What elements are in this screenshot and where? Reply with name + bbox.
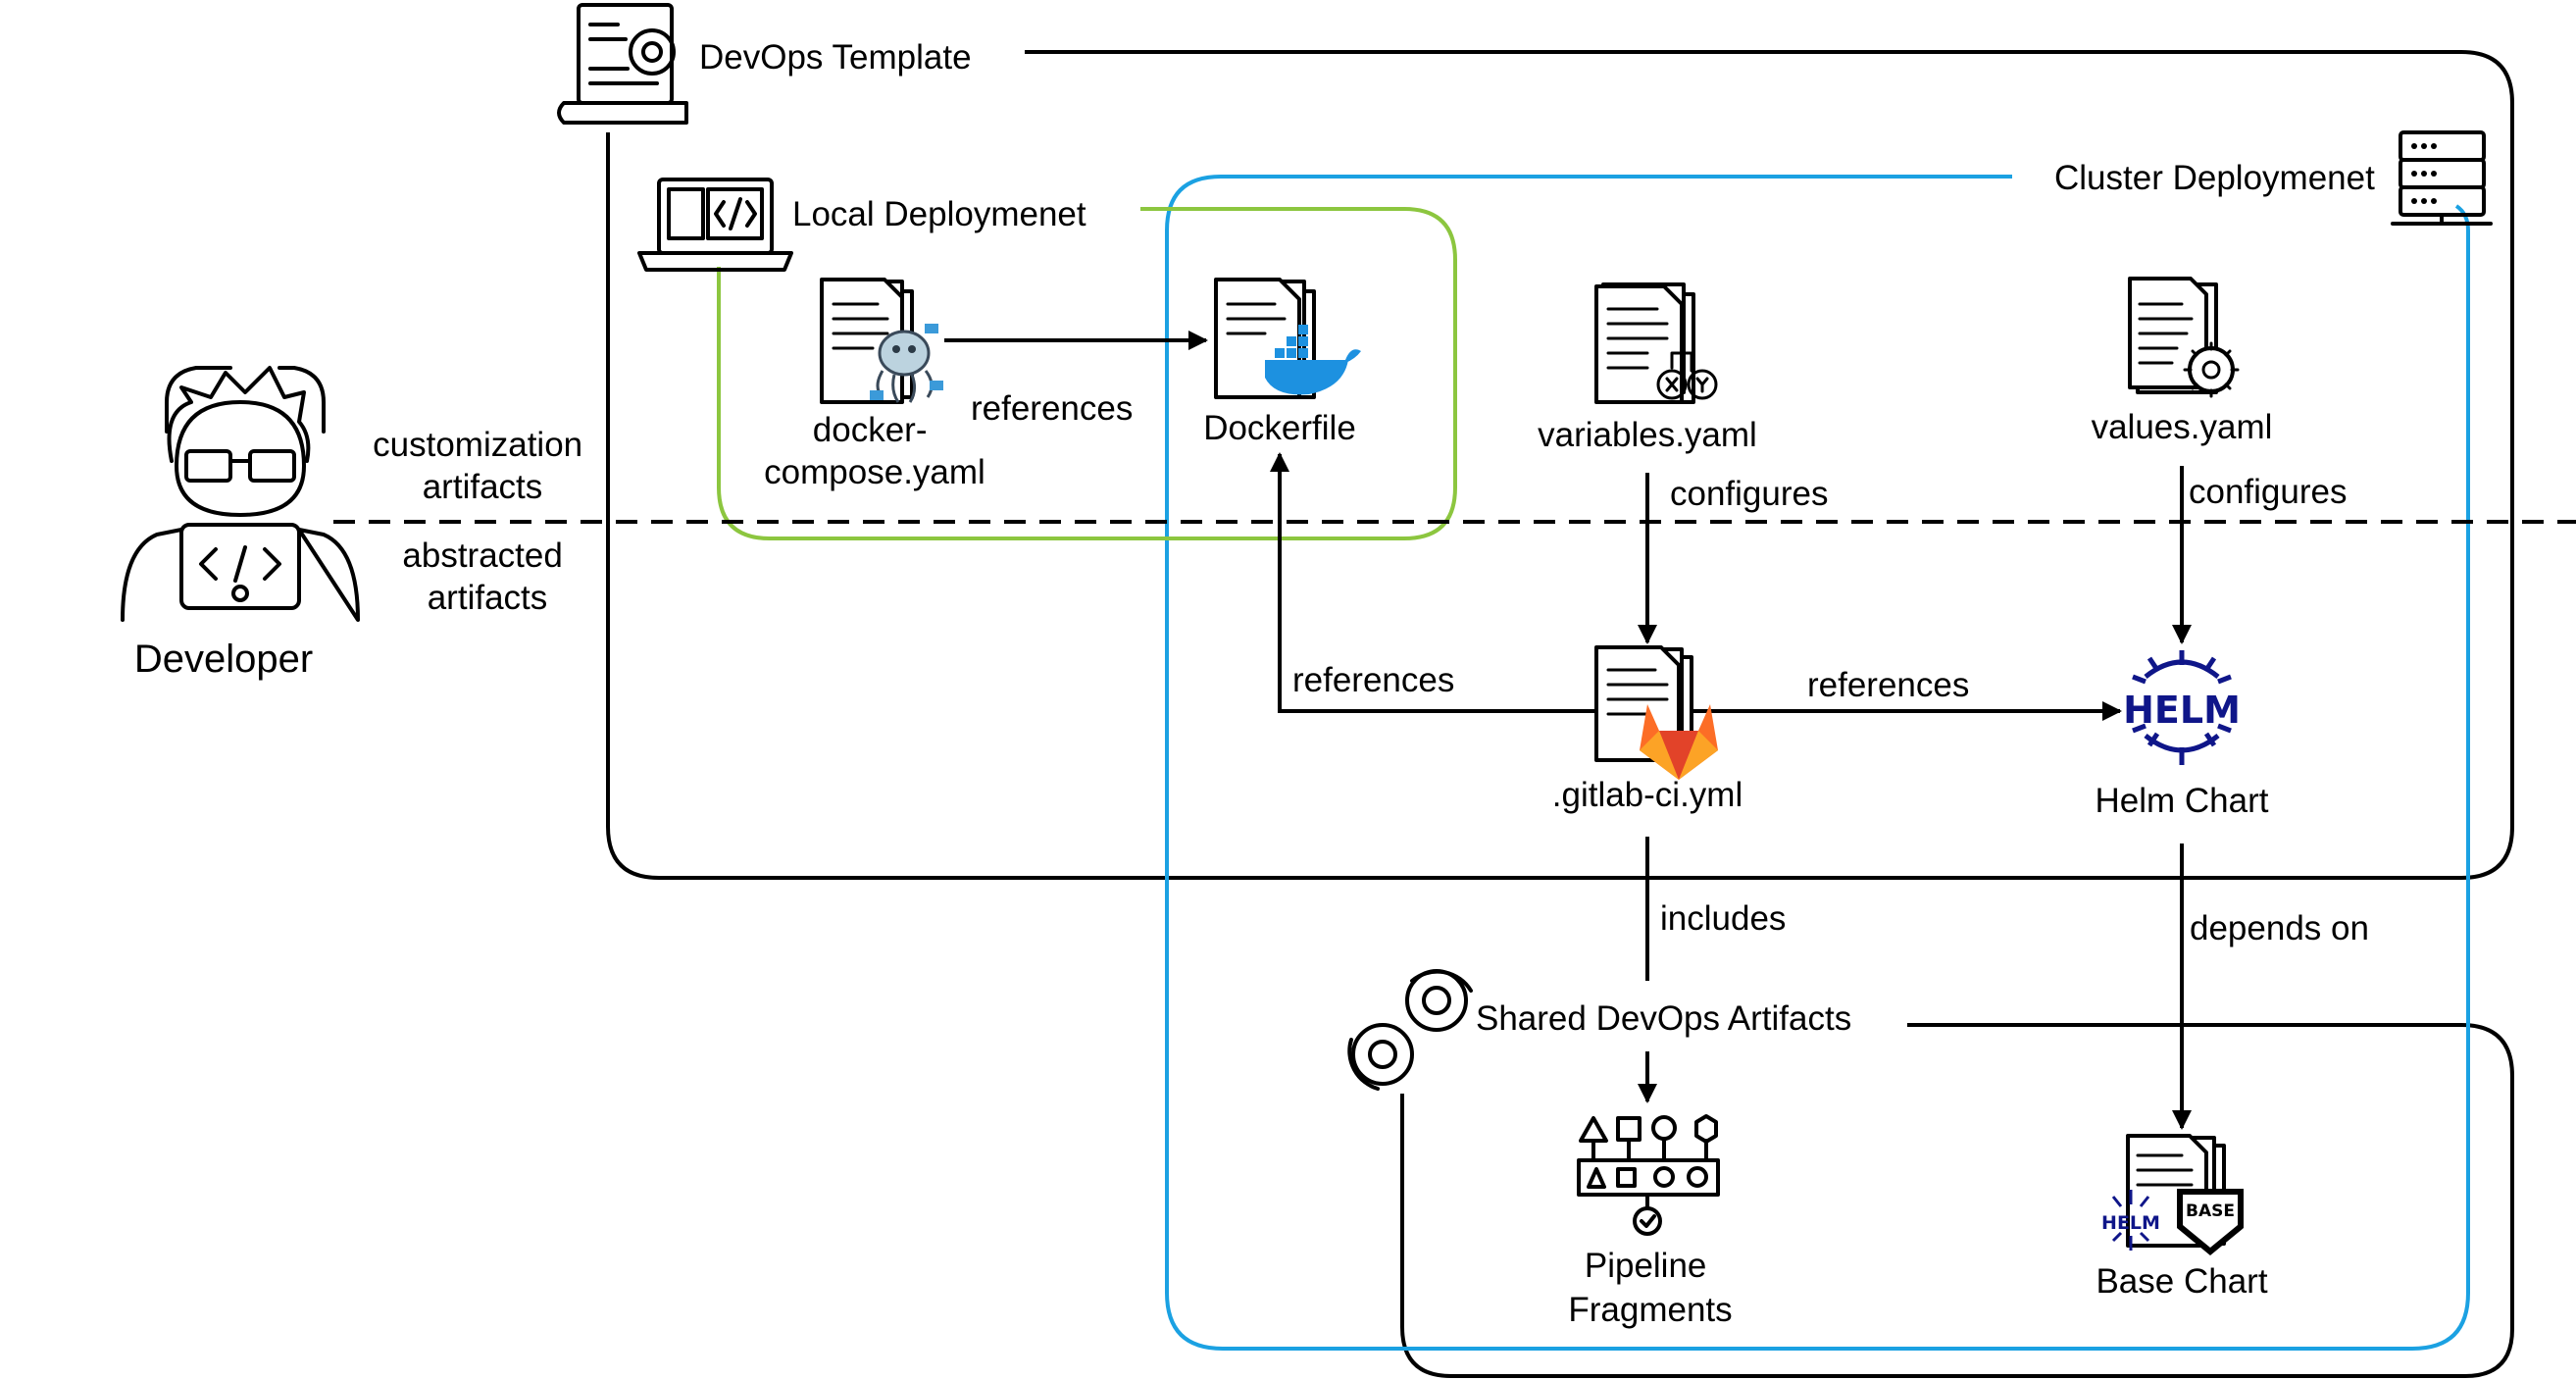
base-badge-text: BASE (2186, 1201, 2235, 1221)
edge-label-gitlab-dockerfile-references: references (1292, 661, 1454, 699)
helm-chart-label: Helm Chart (2096, 782, 2269, 820)
cluster-deployment-boundary (1165, 175, 2470, 1351)
values-label: values.yaml (2092, 408, 2273, 446)
edge-label-values-configures: configures (2189, 473, 2347, 511)
cluster-deployment-title: Cluster Deploymenet (2054, 159, 2375, 197)
docker-whale-icon (1265, 325, 1361, 395)
pipeline-fragments-label: Pipeline Fragments (1568, 1247, 1732, 1329)
base-helm-icon-text: HELM (2101, 1212, 2160, 1234)
variables-label: variables.yaml (1538, 416, 1757, 454)
values-file-icon (2128, 277, 2240, 398)
customization-layer-label: customization artifacts (373, 426, 592, 506)
local-deployment-title: Local Deploymenet (792, 195, 1086, 233)
developer-avatar-icon (121, 366, 360, 622)
gitlab-fox-icon (1640, 704, 1718, 780)
shared-gears-icon (1347, 969, 1473, 1091)
edge-label-gitlab-helm-references: references (1807, 666, 1969, 704)
dockerfile-icon (1214, 278, 1361, 399)
template-document-icon (557, 3, 688, 125)
laptop-code-icon (637, 178, 793, 272)
dockerfile-label: Dockerfile (1203, 409, 1356, 447)
base-chart-icon: BASE HELM (2101, 1134, 2244, 1255)
gitlab-ci-label: .gitlab-ci.yml (1552, 776, 1743, 814)
developer-label: Developer (134, 638, 313, 681)
variables-file-icon (1594, 282, 1718, 404)
helm-chart-icon: HELM (2123, 650, 2241, 765)
edge-gitlab-to-dockerfile (1270, 452, 1598, 713)
shared-artifacts-title: Shared DevOps Artifacts (1476, 999, 1851, 1038)
edge-label-depends-on: depends on (2190, 909, 2369, 947)
pipeline-fragments-icon (1577, 1114, 1720, 1236)
docker-compose-file-icon (820, 278, 943, 404)
edge-label-variables-configures: configures (1670, 475, 1828, 513)
docker-compose-label: docker- compose.yaml (764, 411, 985, 491)
edge-label-includes: includes (1660, 899, 1786, 938)
docker-compose-octopus-icon (870, 324, 943, 403)
base-chart-label: Base Chart (2096, 1262, 2267, 1301)
local-deployment-boundary (717, 207, 1457, 540)
edge-label-compose-references: references (971, 389, 1133, 428)
devops-template-title: DevOps Template (699, 38, 972, 77)
gitlab-ci-file-icon (1594, 645, 1718, 780)
shared-artifacts-boundary (1400, 1023, 2514, 1378)
server-rack-icon (2391, 130, 2493, 226)
abstracted-layer-label: abstracted artifacts (402, 537, 572, 617)
devops-template-boundary (606, 50, 2514, 880)
